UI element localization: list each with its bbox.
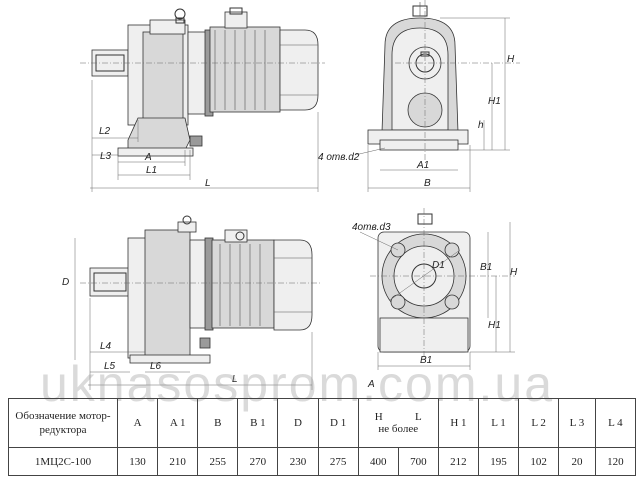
table-cell: 130 xyxy=(116,447,159,476)
header-col: L 3 xyxy=(558,398,596,448)
label-B1-bottom: B1 xyxy=(420,355,432,366)
label-L6: L6 xyxy=(150,361,162,372)
label-d2: 4 отв.d2 xyxy=(318,152,360,163)
label-A-bottom: A xyxy=(367,379,375,390)
header-col-H: H xyxy=(374,411,383,423)
header-label: Обозначение мотор-редуктора xyxy=(8,398,118,448)
table-header-row: Обозначение мотор-редуктора A A 1 B B 1 … xyxy=(8,398,637,448)
header-col: D xyxy=(277,398,319,448)
label-L5: L5 xyxy=(104,361,116,372)
table-cell: 212 xyxy=(437,447,479,476)
label-H: H xyxy=(507,54,515,65)
label-L3: L3 xyxy=(100,151,112,162)
header-col: A 1 xyxy=(157,398,199,448)
table-cell: 255 xyxy=(197,447,239,476)
table-cell: 210 xyxy=(157,447,199,476)
label-B: B xyxy=(424,178,431,189)
header-col: B 1 xyxy=(237,398,279,448)
row-name: 1МЦ2С-100 xyxy=(8,447,118,476)
spec-table: Обозначение мотор-редуктора A A 1 B B 1 … xyxy=(8,398,637,476)
table-cell: 230 xyxy=(277,447,319,476)
side-view-top xyxy=(80,7,325,192)
table-row: 1МЦ2С-100 130 210 255 270 230 275 400 70… xyxy=(8,447,637,476)
front-view-top xyxy=(354,0,520,192)
technical-drawing: L2 L3 A L1 L H H1 h 4 отв.d2 A1 B D L4 L… xyxy=(62,0,520,390)
label-B1-side: B1 xyxy=(480,262,492,273)
header-note: не более xyxy=(378,423,419,435)
table-cell: 102 xyxy=(518,447,560,476)
table-cell: 20 xyxy=(558,447,596,476)
label-L: L xyxy=(205,178,211,189)
side-view-bottom xyxy=(74,215,320,390)
header-col: H 1 xyxy=(437,398,479,448)
header-col-L: L xyxy=(415,411,422,423)
label-H1: H1 xyxy=(488,96,501,107)
label-A1: A1 xyxy=(416,160,429,171)
label-d3: 4отв.d3 xyxy=(352,222,391,233)
label-L4: L4 xyxy=(100,341,112,352)
table-cell: 195 xyxy=(477,447,520,476)
header-col: L 2 xyxy=(518,398,560,448)
table-cell: 700 xyxy=(397,447,439,476)
label-A: A xyxy=(144,152,152,163)
header-col: L 4 xyxy=(594,398,637,448)
label-L1: L1 xyxy=(146,165,157,176)
header-col: L 1 xyxy=(477,398,520,448)
header-col: B xyxy=(197,398,239,448)
table-cell: 275 xyxy=(317,447,359,476)
label-L-bottom: L xyxy=(232,374,238,385)
label-D1: D1 xyxy=(432,260,445,271)
header-col: A xyxy=(116,398,159,448)
header-merged-H-L: H L не более xyxy=(357,398,439,448)
front-view-bottom xyxy=(359,208,515,370)
header-col: D 1 xyxy=(317,398,359,448)
label-L2: L2 xyxy=(99,126,111,137)
table-cell: 120 xyxy=(594,447,637,476)
label-H1-bottom: H1 xyxy=(488,320,501,331)
label-H-bottom: H xyxy=(510,267,518,278)
label-D: D xyxy=(62,277,69,288)
label-h: h xyxy=(478,120,484,131)
table-cell: 400 xyxy=(357,447,399,476)
table-cell: 270 xyxy=(237,447,279,476)
